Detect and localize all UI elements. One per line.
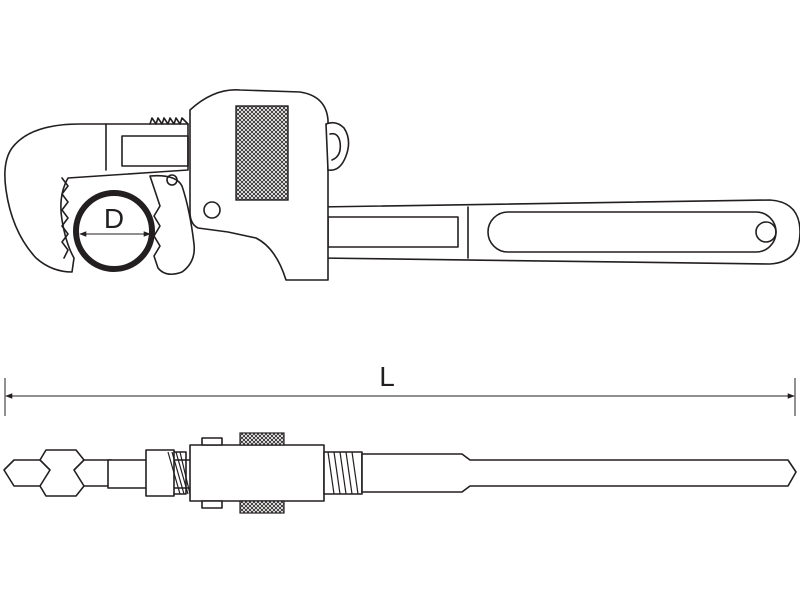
diameter-label: D bbox=[104, 203, 124, 234]
wrench-side-view: D bbox=[4, 89, 800, 281]
wrench-housing bbox=[189, 89, 350, 281]
top-handle bbox=[361, 453, 797, 493]
length-label: L bbox=[379, 361, 395, 392]
heel-jaw bbox=[149, 174, 196, 276]
knurled-nut-top bbox=[239, 432, 285, 446]
pivot-pin bbox=[203, 201, 221, 219]
pipe-section: D bbox=[73, 190, 155, 272]
length-dimension: L bbox=[4, 361, 796, 416]
wrench-handle bbox=[317, 199, 800, 265]
hook-jaw bbox=[4, 117, 189, 273]
hanging-hole bbox=[755, 221, 777, 243]
top-hook-jaw bbox=[3, 449, 113, 497]
top-housing bbox=[189, 444, 325, 502]
wrench-top-view bbox=[3, 432, 797, 514]
knurled-nut-side bbox=[235, 105, 289, 201]
